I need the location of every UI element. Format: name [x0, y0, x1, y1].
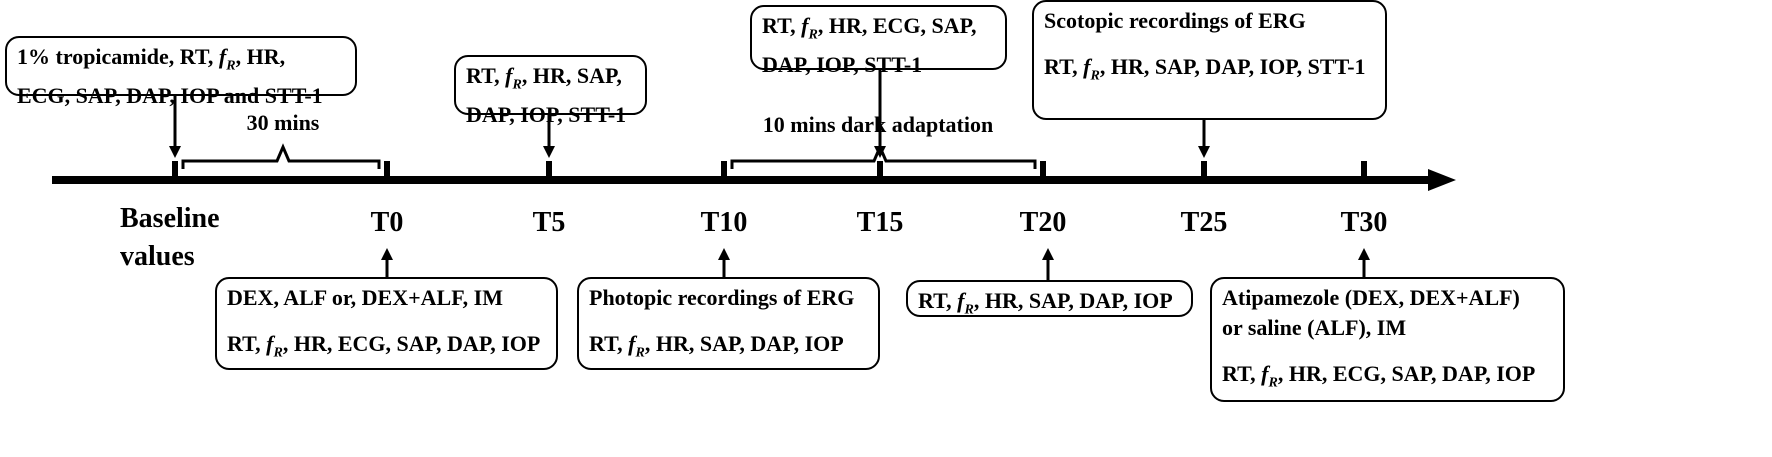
arrow-up-head: [1358, 248, 1370, 260]
timeline-tick: [877, 161, 883, 180]
timepoint-label: T0: [347, 204, 427, 242]
arrow-up-head: [718, 248, 730, 260]
timepoint-label: T20: [1003, 204, 1083, 242]
timepoint-label-line: T30: [1340, 207, 1388, 238]
timeline-tick: [1201, 161, 1207, 180]
timepoint-label: T30: [1324, 204, 1404, 242]
box-text-line: DAP, IOP, STT-1: [466, 102, 627, 128]
time-bracket: [181, 143, 381, 169]
timeline-tick: [172, 161, 178, 180]
box-text-line: 1% tropicamide, RT, fR, HR,: [17, 44, 286, 74]
respiratory-rate-symbol: fR: [1261, 361, 1278, 391]
box-text-line: RT, fR, HR, ECG, SAP, DAP, IOP: [227, 331, 541, 361]
timepoint-label-line: Baseline: [120, 203, 220, 234]
arrow-up-head: [381, 248, 393, 260]
arrow-up-head: [1042, 248, 1054, 260]
bracket-label: 10 mins dark adaptation: [762, 112, 994, 137]
respiratory-rate-symbol: fR: [266, 331, 283, 361]
timepoint-label-line: T20: [1019, 207, 1067, 238]
measurement-box-below: Photopic recordings of ERG RT, fR, HR, SA…: [577, 277, 880, 370]
box-text-line: ECG, SAP, DAP, IOP and STT-1: [17, 83, 323, 109]
timepoint-label-line: values: [120, 241, 195, 272]
timeline-tick: [721, 161, 727, 180]
timepoint-label: Baseline values: [120, 200, 220, 276]
respiratory-rate-symbol: fR: [957, 288, 974, 318]
timeline-tick: [1361, 161, 1367, 180]
timeline-arrow-head: [1428, 169, 1456, 191]
measurement-box-above: RT, fR, HR, ECG, SAP, DAP, IOP, STT-1: [750, 5, 1007, 77]
timeline-tick: [384, 161, 390, 180]
box-text-line: Atipamezole (DEX, DEX+ALF): [1222, 285, 1520, 310]
measurement-box-above: Scotopic recordings of ERG RT, fR, HR, SA…: [1032, 0, 1387, 120]
arrow-down-head: [1198, 146, 1210, 158]
timepoint-label: T5: [509, 204, 589, 242]
arrow-down-head: [169, 146, 181, 158]
timeline-tick: [1040, 161, 1046, 180]
timepoint-label-line: T5: [532, 207, 566, 238]
timepoint-label-line: T15: [856, 207, 904, 238]
measurement-box-above: RT, fR, HR, SAP, DAP, IOP, STT-1: [454, 55, 647, 127]
respiratory-rate-symbol: fR: [505, 63, 522, 93]
arrow-down-head: [543, 146, 555, 158]
box-text-line: RT, fR, HR, ECG, SAP, DAP, IOP: [1222, 361, 1536, 391]
box-text-line: RT, fR, HR, SAP, DAP, IOP: [589, 331, 844, 361]
timepoint-label: T25: [1164, 204, 1244, 242]
timepoint-label-line: T25: [1180, 207, 1228, 238]
measurement-box-below: RT, fR, HR, SAP, DAP, IOP: [906, 280, 1193, 317]
respiratory-rate-symbol: fR: [628, 331, 645, 361]
timeline-tick: [546, 161, 552, 180]
box-text-line: Scotopic recordings of ERG: [1044, 8, 1306, 33]
timepoint-label-line: T10: [700, 207, 748, 238]
measurement-box-below: Atipamezole (DEX, DEX+ALF) or saline (ALF…: [1210, 277, 1565, 402]
box-text-line: or saline (ALF), IM: [1222, 315, 1407, 340]
timepoint-label: T15: [840, 204, 920, 242]
box-text-line: RT, fR, HR, SAP, DAP, IOP, STT-1: [1044, 54, 1366, 84]
measurement-box-below: DEX, ALF or, DEX+ALF, IM RT, fR, HR, ECG,…: [215, 277, 558, 370]
box-text-line: DEX, ALF or, DEX+ALF, IM: [227, 285, 503, 310]
respiratory-rate-symbol: fR: [801, 13, 818, 43]
bracket-label: 30 mins: [246, 110, 320, 135]
box-text-line: RT, fR, HR, SAP, DAP, IOP: [918, 288, 1173, 318]
box-text-line: RT, fR, HR, SAP,: [466, 63, 622, 93]
box-text-line: DAP, IOP, STT-1: [762, 52, 923, 78]
respiratory-rate-symbol: fR: [218, 44, 236, 74]
box-text-line: RT, fR, HR, ECG, SAP,: [762, 13, 977, 43]
respiratory-rate-symbol: fR: [1083, 54, 1100, 84]
timepoint-label-line: T0: [370, 207, 404, 238]
arrow-down-head: [874, 146, 886, 158]
timepoint-label: T10: [684, 204, 764, 242]
box-text-line: Photopic recordings of ERG: [589, 285, 855, 310]
measurement-box-above: 1% tropicamide, RT, fR, HR, ECG, SAP, DAP…: [5, 36, 357, 108]
